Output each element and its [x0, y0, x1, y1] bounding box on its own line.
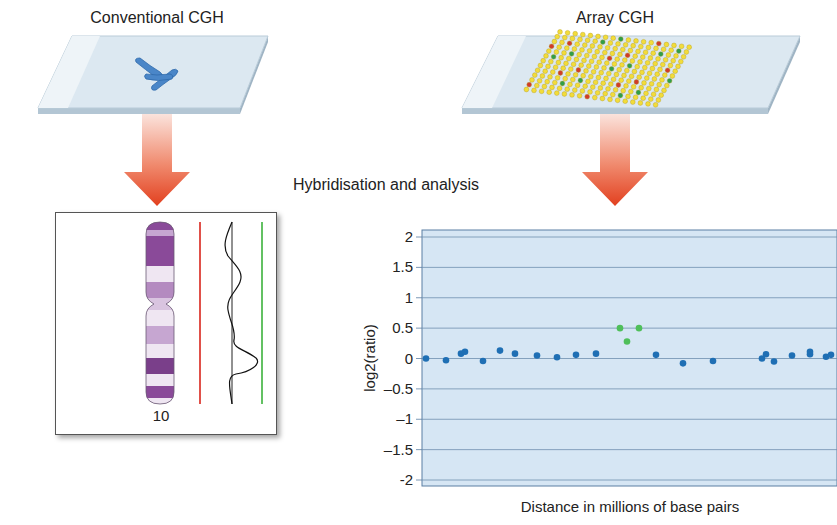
glass-slide	[38, 36, 268, 114]
axis-tick: 1.5	[392, 259, 413, 276]
axis-tick: –0.5	[384, 381, 413, 398]
axis-tick: 2	[405, 229, 413, 246]
axis-tick: 1	[405, 290, 413, 307]
microarray-spots	[524, 30, 692, 108]
axis-tick: 0.5	[392, 320, 413, 337]
panel-title: Array CGH	[576, 9, 654, 27]
plot-area	[422, 230, 837, 486]
axis-tick: 0	[405, 350, 413, 367]
axis-tick: -2	[400, 472, 413, 489]
result-panel	[55, 212, 277, 435]
chromosome-number: 10	[153, 407, 170, 424]
axis-tick: –1	[396, 411, 413, 428]
chromosome-ideogram	[140, 218, 180, 408]
glass-slide	[462, 30, 800, 115]
process-arrow	[124, 114, 190, 206]
axis-title: log2(ratio)	[362, 324, 379, 392]
gridlines	[416, 237, 837, 480]
process-arrow	[582, 114, 648, 206]
axis-tick: –1.5	[384, 441, 413, 458]
loss-threshold	[199, 222, 201, 404]
step-label: Hybridisation and analysis	[293, 176, 479, 194]
axis-title: Distance in millions of base pairs	[521, 499, 739, 516]
panel-title: Conventional CGH	[90, 9, 223, 27]
data-points	[423, 325, 835, 367]
ratio-profile	[225, 222, 258, 404]
result-panel: 10	[55, 212, 277, 435]
gain-threshold	[261, 222, 263, 404]
